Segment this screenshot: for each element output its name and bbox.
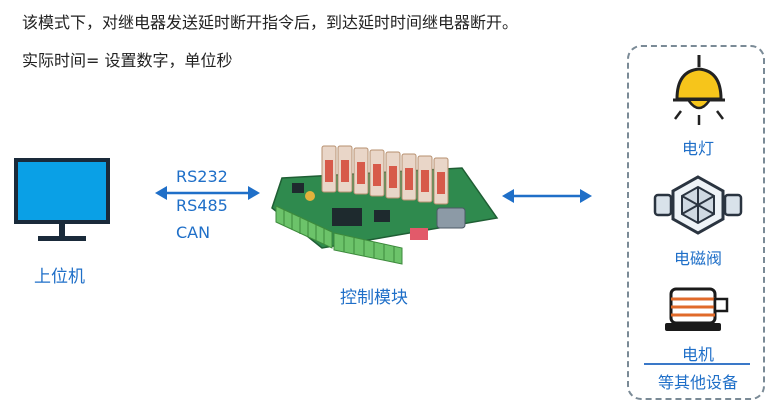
host-label: 上位机 bbox=[34, 267, 85, 287]
motor-icon bbox=[665, 287, 729, 331]
divider-line bbox=[644, 363, 750, 365]
control-board-image bbox=[271, 145, 499, 265]
device-label-lamp: 电灯 bbox=[681, 139, 714, 158]
description-line-2: 实际时间= 设置数字，单位秒 bbox=[22, 51, 233, 70]
device-label-valve: 电磁阀 bbox=[673, 249, 722, 268]
device-panel: 电灯 电磁阀 电机 等其他设备 bbox=[627, 45, 765, 400]
other-devices-label: 等其他设备 bbox=[657, 373, 738, 392]
description-line-1: 该模式下，对继电器发送延时断开指令后，到达延时时间继电器断开。 bbox=[22, 13, 519, 32]
module-label: 控制模块 bbox=[340, 288, 408, 308]
double-arrow-icon bbox=[155, 186, 260, 200]
double-arrow-icon bbox=[502, 189, 592, 203]
computer-monitor-icon bbox=[14, 158, 110, 241]
protocol-list: RS232 RS485 CAN bbox=[176, 163, 228, 246]
valve-icon bbox=[653, 175, 743, 235]
protocol-rs232: RS232 bbox=[176, 167, 228, 186]
protocol-rs485: RS485 bbox=[176, 196, 228, 215]
device-label-motor: 电机 bbox=[681, 345, 714, 364]
protocol-can: CAN bbox=[176, 223, 211, 242]
lamp-icon bbox=[673, 55, 725, 125]
